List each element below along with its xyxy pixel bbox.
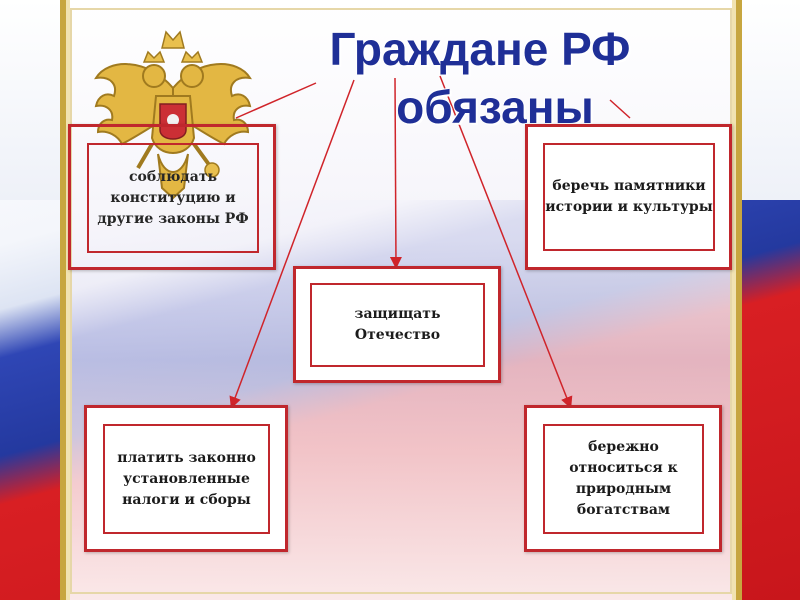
duty-box-defend: защищать Отечество: [293, 266, 501, 383]
duty-text: защищать Отечество: [354, 306, 441, 343]
duty-box-inner: бережно относиться к природным богатства…: [543, 424, 704, 534]
duty-text: бережно относиться к природным богатства…: [569, 439, 678, 518]
gold-frame-left-edge: [66, 0, 70, 600]
duty-box-inner: платить законно установленные налоги и с…: [103, 424, 270, 534]
duty-text: платить законно установленные налоги и с…: [117, 449, 256, 508]
duty-box-nature: бережно относиться к природным богатства…: [524, 405, 722, 552]
duty-box-monuments: беречь памятники истории и культуры: [525, 124, 732, 270]
title-line-1: Граждане РФ: [329, 23, 631, 75]
gold-frame-right-edge: [732, 0, 736, 600]
slide-title: Граждане РФ обязаны: [290, 20, 670, 136]
duty-box-constitution: соблюдать конституцию и другие законы РФ: [68, 124, 276, 270]
duty-box-inner: соблюдать конституцию и другие законы РФ: [87, 143, 259, 253]
duty-text: беречь памятники истории и культуры: [545, 178, 713, 215]
duty-box-taxes: платить законно установленные налоги и с…: [84, 405, 288, 552]
gold-frame-inner-border: [70, 8, 732, 594]
duty-box-inner: беречь памятники истории и культуры: [543, 143, 715, 251]
duty-box-inner: защищать Отечество: [310, 283, 485, 367]
duty-text: соблюдать конституцию и другие законы РФ: [97, 168, 249, 227]
